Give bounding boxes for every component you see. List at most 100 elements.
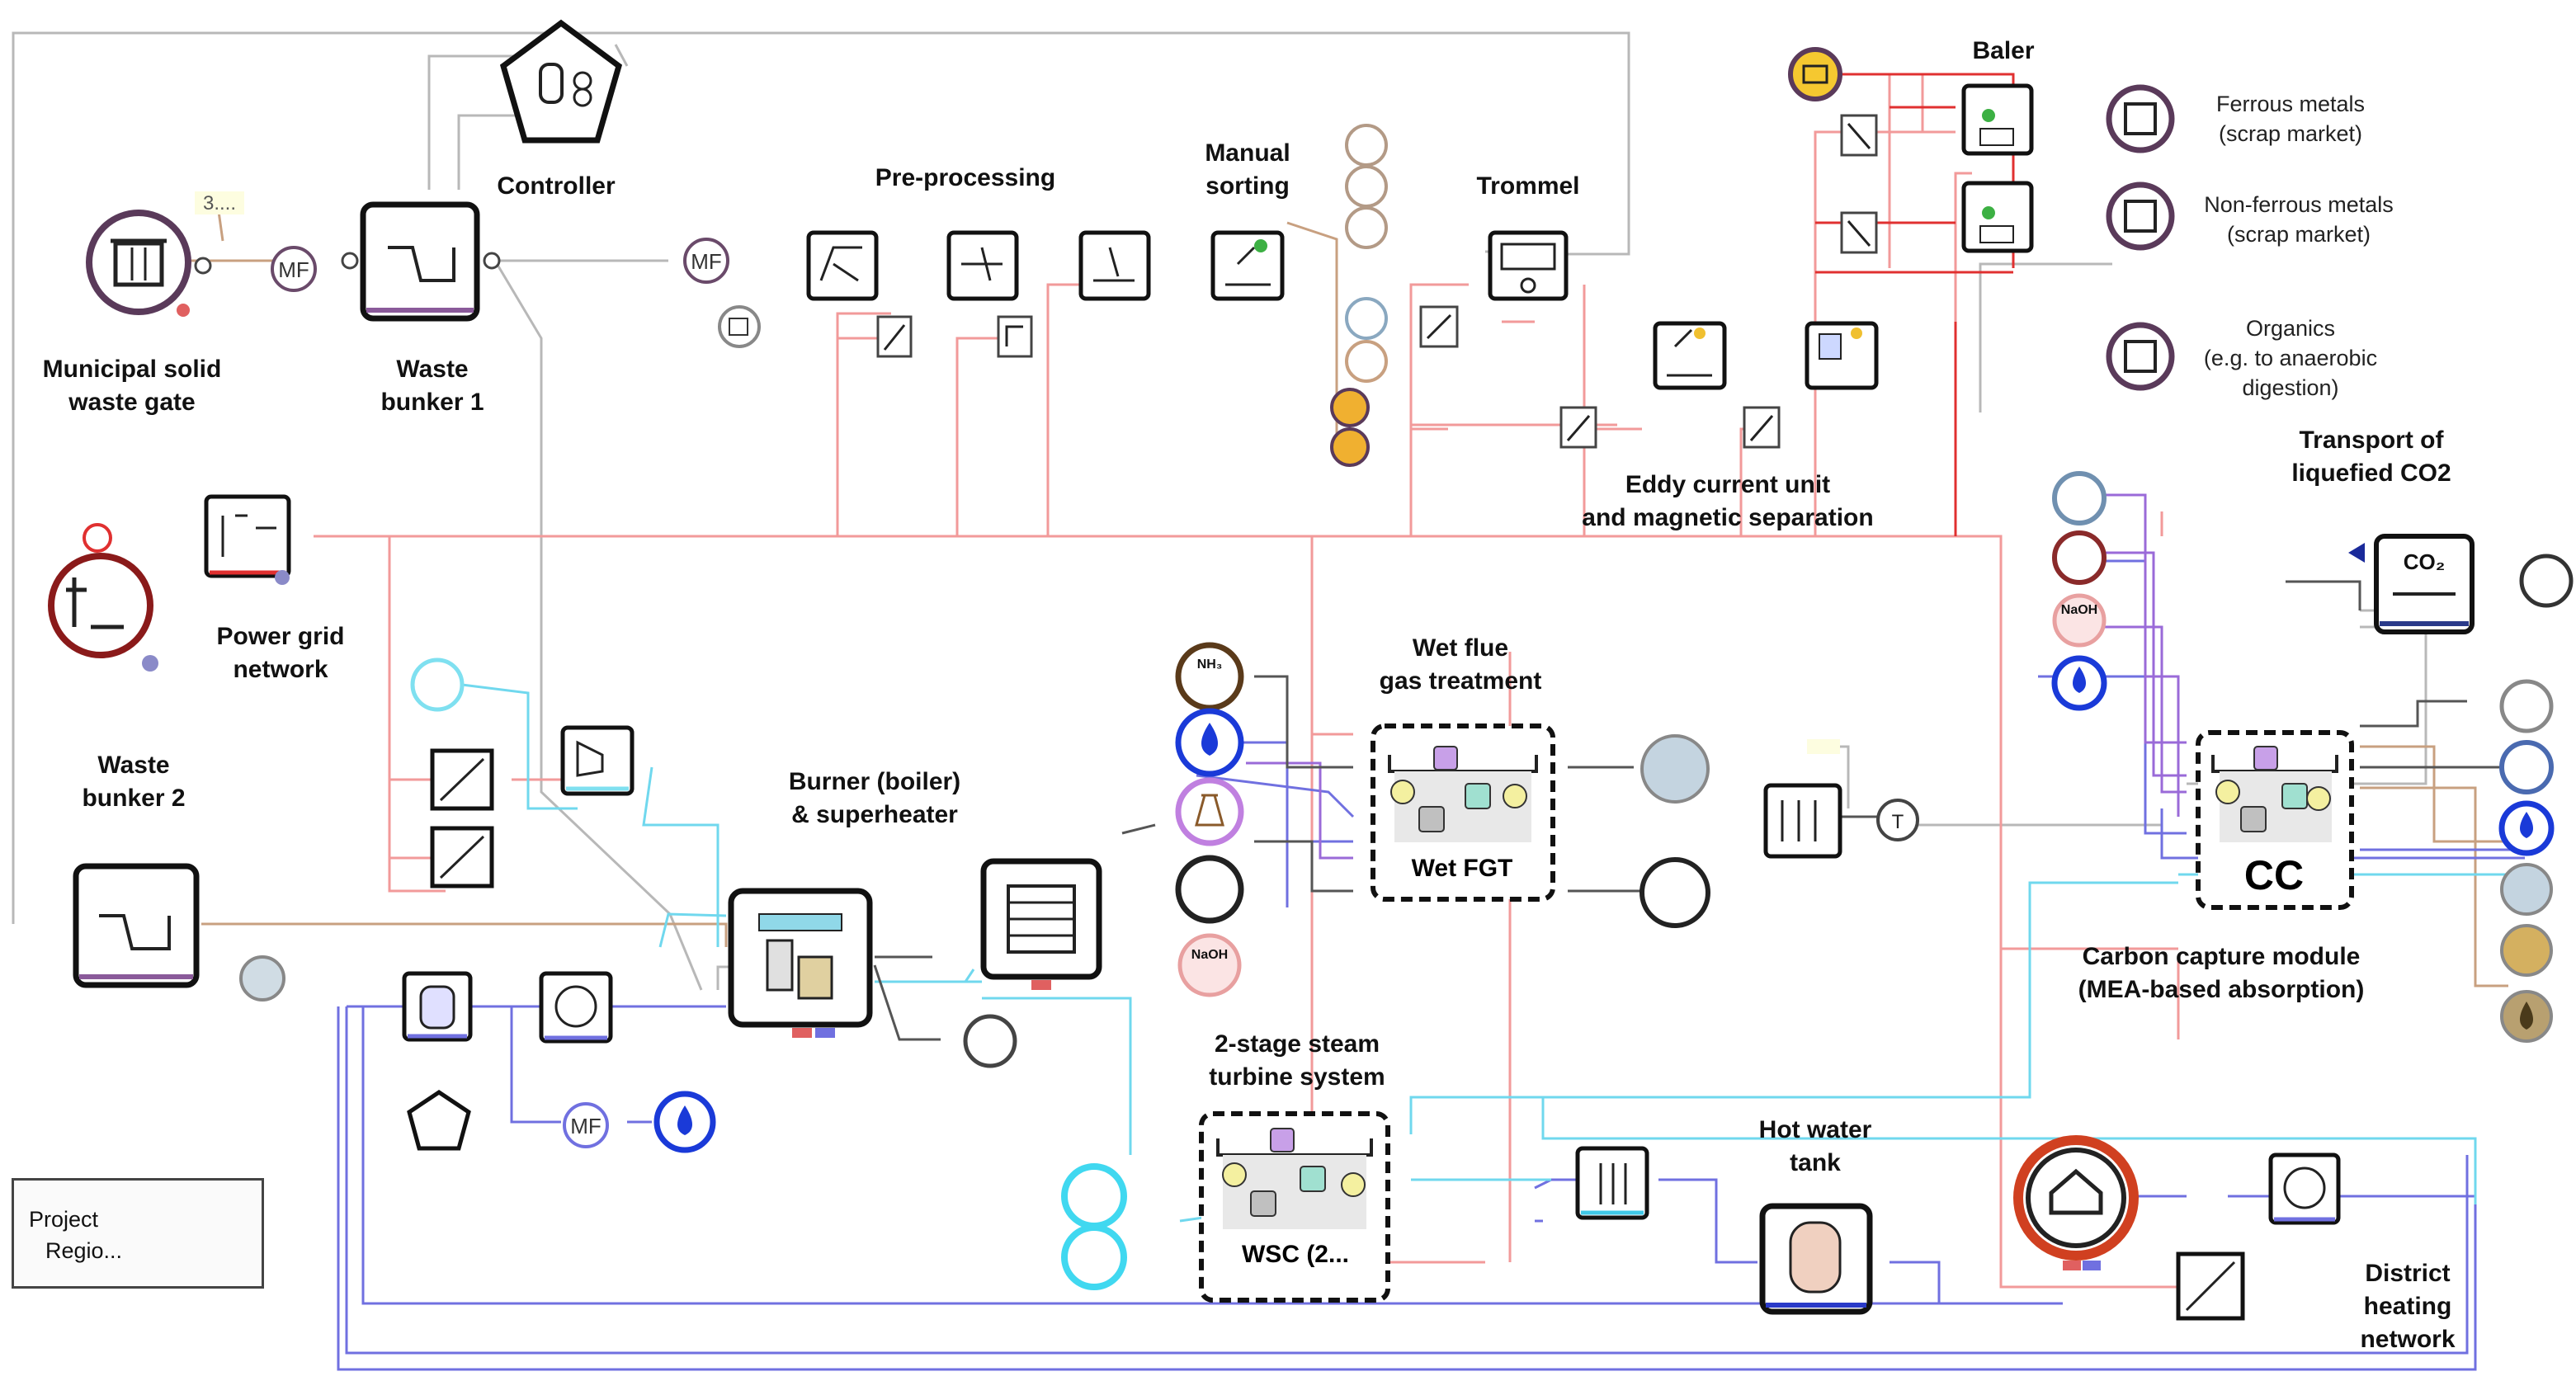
manual-sorting-icon[interactable] bbox=[1210, 230, 1285, 301]
cc-output-sinks[interactable] bbox=[2498, 679, 2555, 1043]
power-grid-network-icon[interactable] bbox=[204, 494, 291, 585]
baler-icon-1[interactable] bbox=[1961, 83, 2034, 156]
flue-gas-cooler[interactable] bbox=[1763, 783, 1842, 859]
feedwater-tank[interactable] bbox=[402, 971, 473, 1042]
mf-label-2: MF bbox=[691, 249, 722, 274]
eddy-small-unit-a[interactable] bbox=[1559, 406, 1597, 449]
nh3-source[interactable] bbox=[1175, 642, 1244, 711]
pre-processing-small-unit-b[interactable] bbox=[997, 315, 1033, 358]
organics-label: Organics (e.g. to anaerobic digestion) bbox=[2203, 316, 2378, 400]
naoh-label-2: NaOH bbox=[2061, 603, 2097, 617]
nh3-label: NH₃ bbox=[1197, 658, 1223, 672]
district-heating-label: District heating network bbox=[2360, 1260, 2456, 1353]
co2-compressor-icon[interactable] bbox=[2348, 534, 2475, 634]
brown-material-lines bbox=[182, 193, 2508, 987]
non-ferrous-metals-sink-icon[interactable] bbox=[2106, 181, 2175, 251]
heat-exchanger-1[interactable] bbox=[430, 748, 494, 811]
eddy-current-label: Eddy current unit and magnetic separatio… bbox=[1582, 471, 1874, 531]
mf-label-3: MF bbox=[570, 1114, 602, 1138]
air-source-icon[interactable] bbox=[410, 658, 465, 712]
naoh-source-1[interactable] bbox=[1177, 933, 1242, 997]
trommel-label: Trommel bbox=[1476, 172, 1580, 200]
co2-label: CO₂ bbox=[2404, 549, 2446, 574]
value-tag bbox=[195, 191, 244, 214]
cc-input-sources[interactable] bbox=[2051, 471, 2107, 711]
project-region-box[interactable]: Project Regio... bbox=[12, 1178, 264, 1289]
wet-fgt-title: Wet FGT bbox=[1411, 855, 1513, 882]
heat-exchanger-hw[interactable] bbox=[1575, 1146, 1649, 1220]
project-line-2: Regio... bbox=[45, 1238, 123, 1263]
baler-icon-2[interactable] bbox=[1961, 181, 2034, 253]
cyan-lines bbox=[461, 683, 2541, 1223]
eddy-small-unit-b[interactable] bbox=[1743, 406, 1781, 449]
mixer-mf-3[interactable] bbox=[563, 1102, 609, 1148]
waste-bunker-2-icon[interactable] bbox=[73, 863, 285, 1002]
chemical-source[interactable] bbox=[1175, 777, 1244, 846]
burner-boiler-icon[interactable] bbox=[728, 888, 873, 1038]
waste-bunker-2-label: Waste bunker 2 bbox=[82, 752, 186, 812]
hot-water-tank-icon[interactable] bbox=[1759, 1203, 1873, 1315]
ferrous-metals-label: Ferrous metals (scrap market) bbox=[2215, 92, 2366, 146]
power-grid-source-icon[interactable] bbox=[48, 523, 158, 672]
value-tag-text: 3.... bbox=[203, 192, 236, 214]
naoh-label-1: NaOH bbox=[1191, 948, 1228, 962]
heat-exchanger-2[interactable] bbox=[430, 826, 494, 888]
wastewater-sink[interactable] bbox=[1640, 734, 1710, 804]
manual-sorting-label: Manual sorting bbox=[1205, 139, 1290, 200]
controller-label: Controller bbox=[497, 172, 616, 200]
waste-bunker-1-icon[interactable] bbox=[341, 201, 501, 322]
baler-small-unit-b[interactable] bbox=[1840, 211, 1878, 254]
cooling-water-sources[interactable] bbox=[1061, 1163, 1127, 1290]
air-fan-unit[interactable] bbox=[560, 725, 635, 796]
purple-lines bbox=[1246, 493, 2187, 860]
pre-processing-label: Pre-processing bbox=[875, 164, 1056, 191]
mixer-mf-2[interactable] bbox=[683, 238, 729, 284]
superheater-icon[interactable] bbox=[980, 858, 1102, 990]
eddy-current-unit-icon[interactable] bbox=[1653, 321, 1727, 390]
msw-gate-icon[interactable] bbox=[86, 210, 212, 317]
ash-sink-1[interactable] bbox=[963, 1014, 1017, 1068]
burner-label: Burner (boiler) & superheater bbox=[788, 768, 961, 828]
wet-flue-label: Wet flue gas treatment bbox=[1379, 634, 1542, 695]
controller-icon[interactable] bbox=[499, 19, 623, 144]
msw-gate-label: Municipal solid waste gate bbox=[42, 356, 222, 416]
trommel-icon[interactable] bbox=[1488, 230, 1569, 301]
pre-processing-source-icon[interactable] bbox=[718, 305, 761, 348]
feedwater-pump[interactable] bbox=[539, 971, 613, 1044]
mixer-mf-1[interactable] bbox=[271, 246, 317, 292]
steam-turbine-label: 2-stage steam turbine system bbox=[1209, 1030, 1385, 1091]
cc-title: CC bbox=[2243, 852, 2305, 898]
water-source-2[interactable] bbox=[1175, 708, 1244, 777]
water-lines bbox=[337, 559, 2541, 1371]
pre-processing-unit-2[interactable] bbox=[946, 230, 1019, 301]
pre-processing-small-unit-a[interactable] bbox=[876, 315, 913, 358]
co2-sink[interactable] bbox=[2519, 554, 2574, 608]
magnetic-separator-icon[interactable] bbox=[1805, 321, 1879, 390]
carbon-capture-label: Carbon capture module (MEA-based absorpt… bbox=[2078, 943, 2365, 1003]
baler-small-unit-a[interactable] bbox=[1840, 114, 1878, 157]
baler-label: Baler bbox=[1972, 37, 2035, 64]
district-heating-pump[interactable] bbox=[2268, 1152, 2341, 1225]
transport-co2-label: Transport of liquefied CO2 bbox=[2291, 427, 2451, 487]
feedwater-controller[interactable] bbox=[407, 1089, 471, 1151]
district-heating-exchanger[interactable] bbox=[2176, 1251, 2245, 1321]
trommel-side-unit[interactable] bbox=[1419, 305, 1459, 348]
pre-processing-unit-3[interactable] bbox=[1078, 230, 1151, 301]
organics-sink-icon[interactable] bbox=[2106, 322, 2175, 391]
hot-water-tank-label: Hot water tank bbox=[1758, 1116, 1872, 1176]
sludge-sink[interactable] bbox=[1639, 857, 1710, 928]
cc-block[interactable] bbox=[2196, 730, 2354, 910]
temperature-sensor[interactable] bbox=[1876, 799, 1919, 841]
wet-fgt-block[interactable] bbox=[1371, 723, 1555, 902]
district-heating-icon[interactable] bbox=[2013, 1135, 2139, 1270]
baler-control-icon[interactable] bbox=[1788, 47, 1842, 101]
water-source-1[interactable] bbox=[653, 1091, 716, 1153]
waste-bunker-1-label: Waste bunker 1 bbox=[380, 356, 484, 416]
wsc-block[interactable] bbox=[1199, 1111, 1390, 1303]
recycle-outputs[interactable] bbox=[1330, 124, 1388, 467]
ferrous-metals-sink-icon[interactable] bbox=[2106, 84, 2175, 153]
non-ferrous-metals-label: Non-ferrous metals (scrap market) bbox=[2204, 192, 2394, 247]
lime-source[interactable] bbox=[1175, 855, 1244, 924]
pre-processing-unit-1[interactable] bbox=[806, 230, 879, 301]
